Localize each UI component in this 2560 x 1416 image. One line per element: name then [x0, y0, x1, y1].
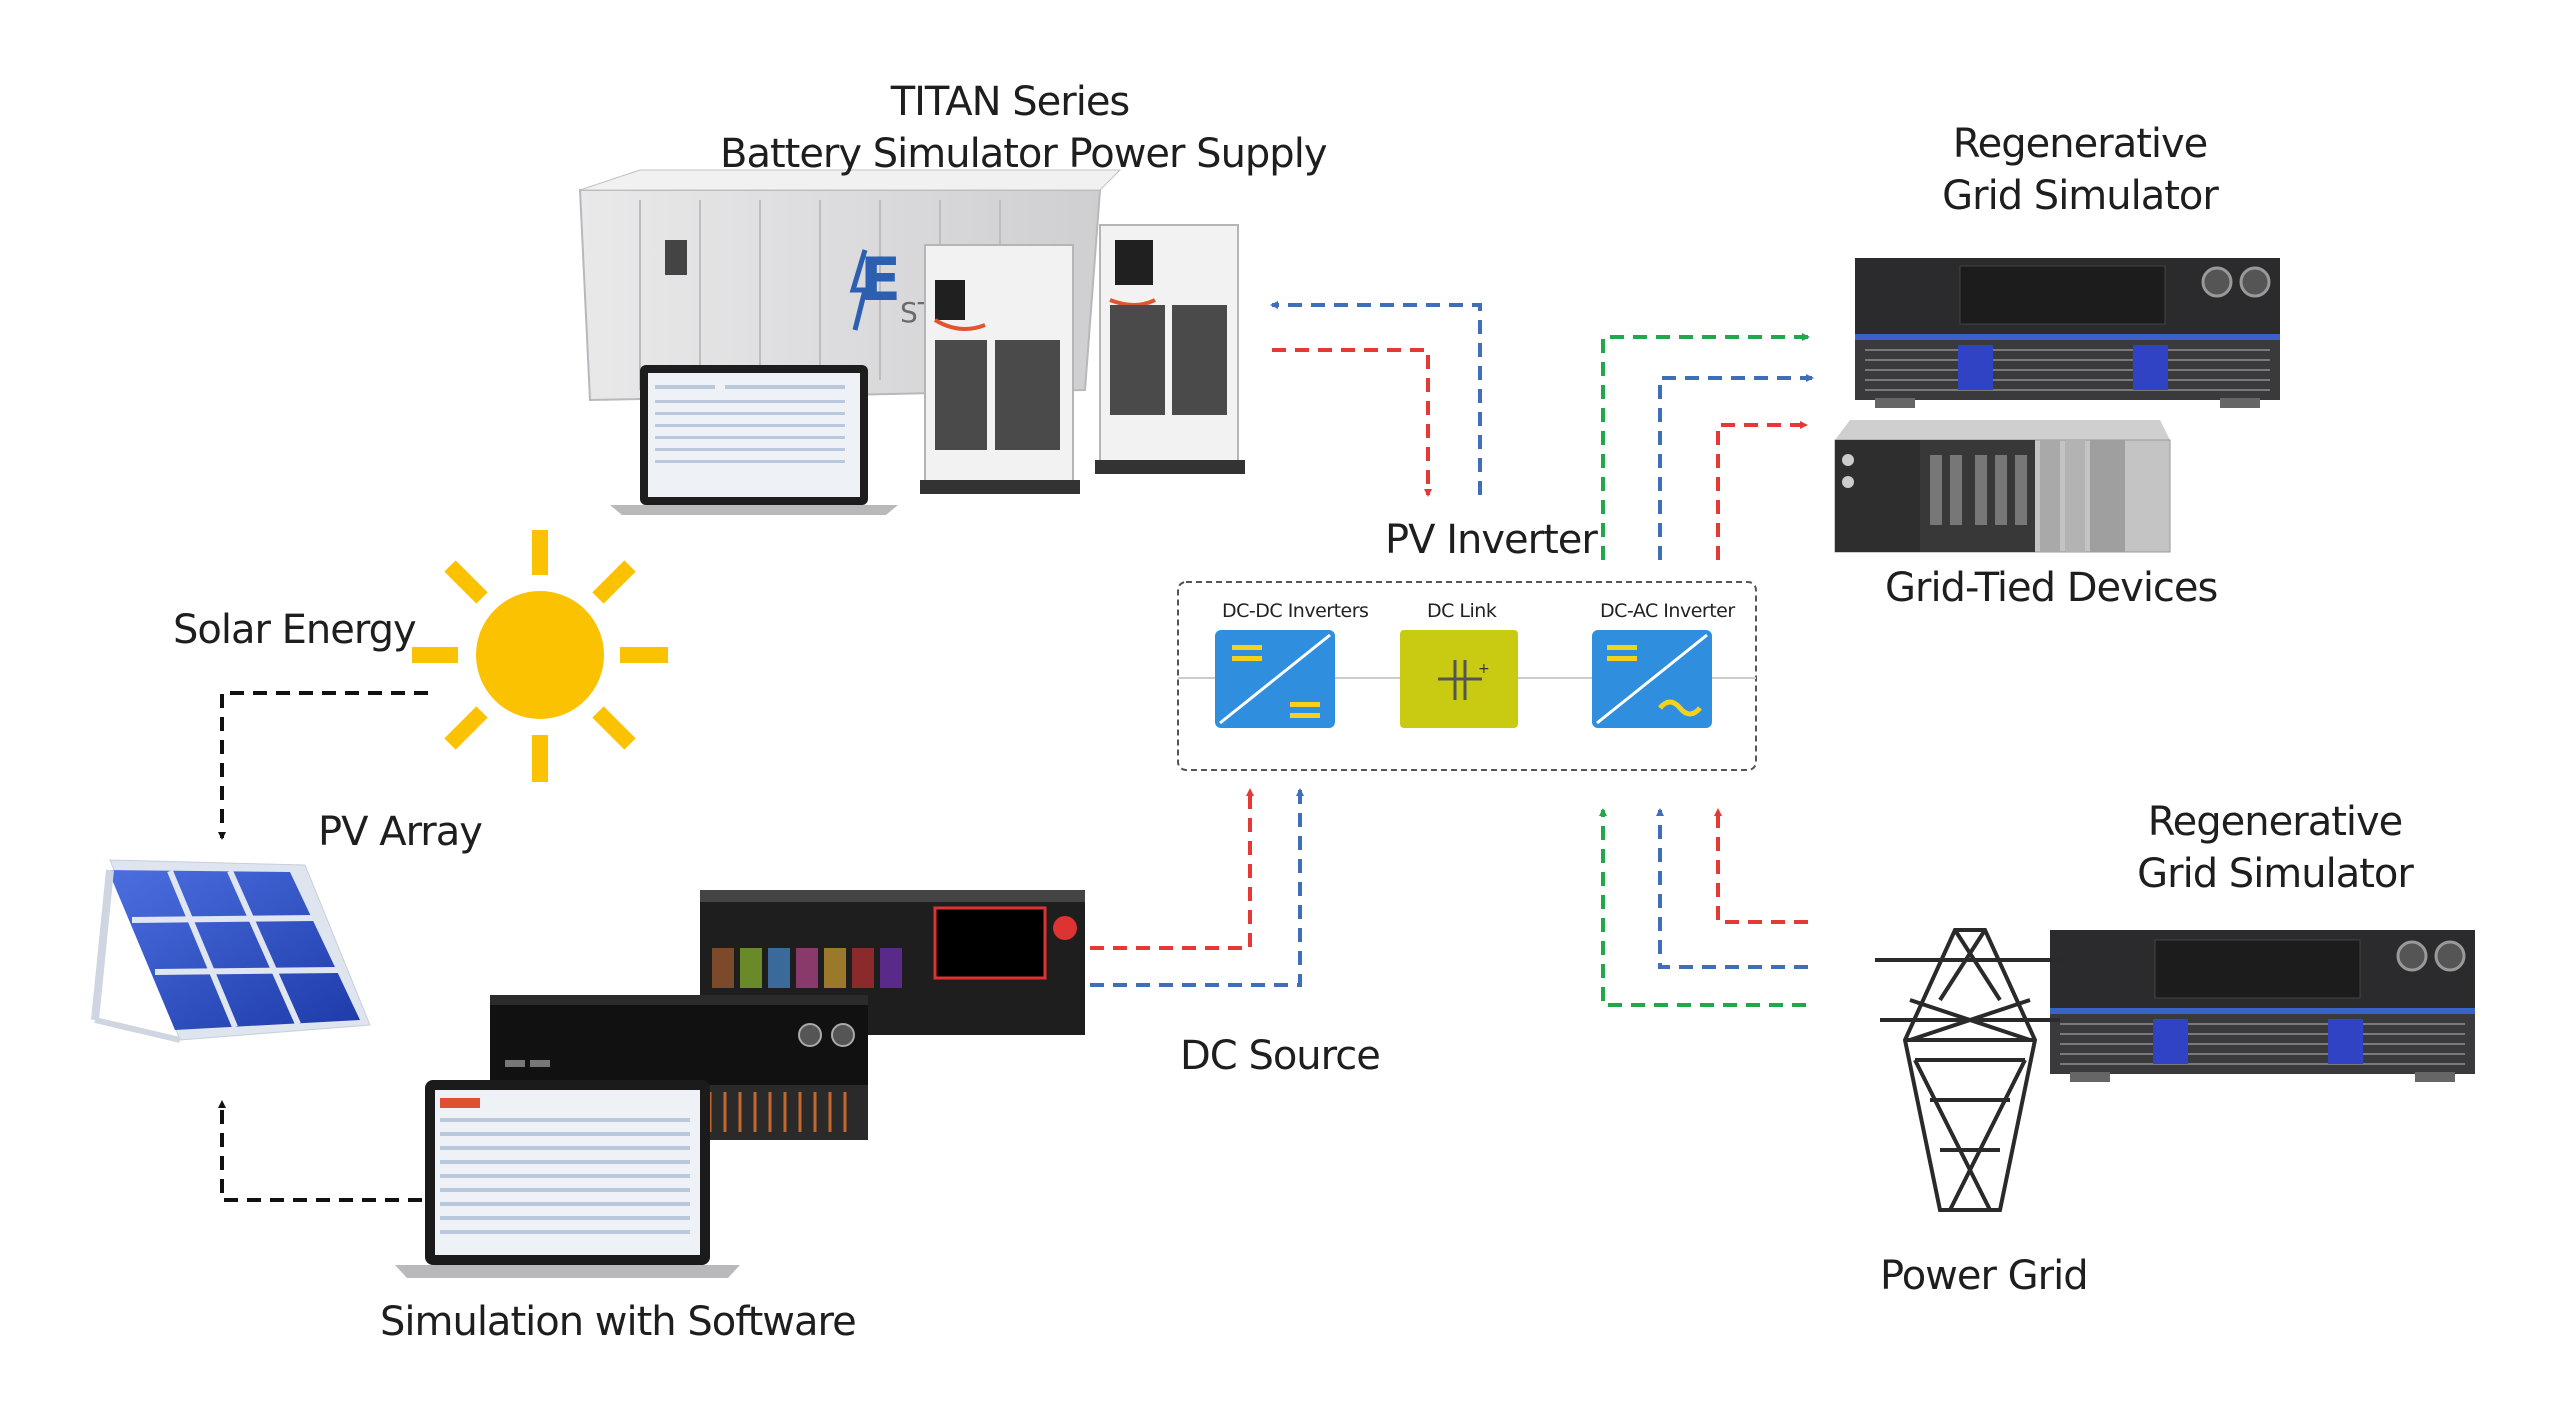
pv-array-icon	[91, 859, 371, 1043]
battery-simulator-title: TITAN Series Battery Simulator Power Sup…	[720, 76, 1327, 180]
grid-simulator-top-line2: Grid Simulator	[1942, 173, 2219, 219]
battery-simulator-line2: Battery Simulator Power Supply	[720, 131, 1327, 177]
dc-ac-inverter-label: DC-AC Inverter	[1600, 600, 1735, 622]
grid-simulator-top-title: Regenerative Grid Simulator	[1900, 118, 2260, 222]
pv-array-label: PV Array	[318, 809, 483, 855]
dc-source-label: DC Source	[1180, 1033, 1381, 1079]
flow-inverter-power-grid	[1599, 808, 1808, 1007]
pv-inverter-box	[1177, 581, 1757, 771]
pv-inverter-title: PV Inverter	[1385, 517, 1598, 563]
dc-dc-converter-icon	[1215, 630, 1335, 728]
svg-text:+: +	[1478, 661, 1490, 677]
flow-dc-source-inverter	[1090, 788, 1304, 987]
dc-dc-inverters-label: DC-DC Inverters	[1222, 600, 1369, 622]
grid-simulator-bottom-line2: Grid Simulator	[2137, 851, 2414, 897]
solar-energy-label: Solar Energy	[173, 607, 417, 653]
grid-simulator-bottom-line1: Regenerative	[2147, 799, 2404, 845]
svg-text:E: E	[860, 245, 901, 315]
grid-simulator-top-line1: Regenerative	[1952, 121, 2209, 167]
grid-simulator-bottom-title: Regenerative Grid Simulator	[2095, 796, 2455, 900]
dc-ac-converter-icon	[1592, 630, 1712, 728]
sun-icon	[412, 530, 668, 782]
flow-solar-pv	[218, 691, 428, 840]
flow-battery-inverter	[1270, 301, 1482, 497]
battery-simulator-line1: TITAN Series	[890, 79, 1131, 125]
dc-link-label: DC Link	[1427, 600, 1497, 622]
software-laptop-icon	[395, 1080, 740, 1278]
dc-link-icon: +	[1400, 630, 1518, 728]
grid-tied-devices-equipment	[1834, 420, 2171, 553]
flow-inverter-grid-top	[1601, 333, 1814, 560]
battery-simulator-equipment: E ST	[578, 169, 1245, 515]
power-tower-icon	[1875, 928, 2065, 1212]
dc-source-equipment	[490, 890, 1085, 1140]
flow-software-pv	[218, 1100, 422, 1202]
simulation-software-label: Simulation with Software	[380, 1299, 857, 1345]
grid-tied-devices-label: Grid-Tied Devices	[1885, 565, 2218, 611]
grid-simulator-bottom-equipment	[2050, 930, 2475, 1082]
power-grid-label: Power Grid	[1880, 1253, 2089, 1299]
grid-simulator-top-equipment	[1855, 258, 2280, 408]
